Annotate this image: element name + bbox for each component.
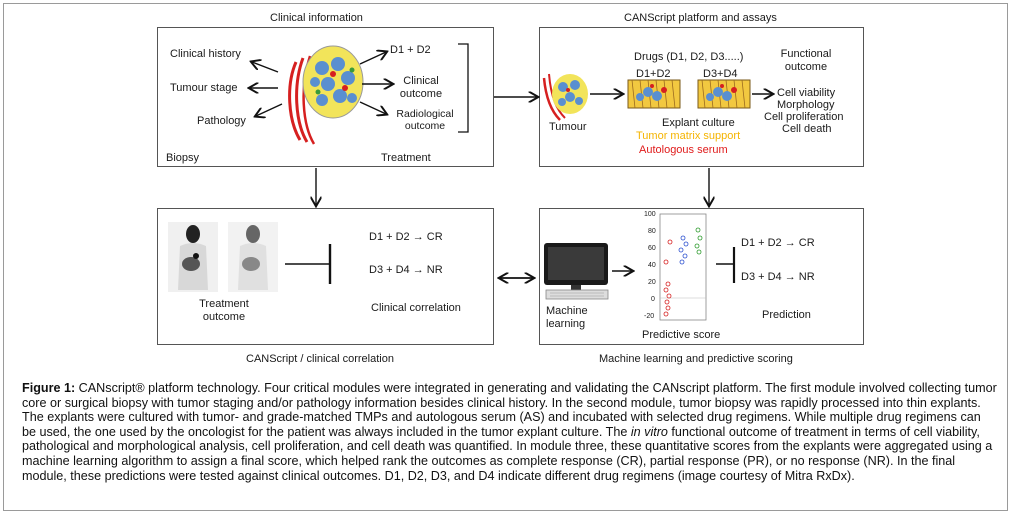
caption-part1: Four critical modules were integrated in… (22, 381, 997, 439)
ytick-100: 100 (644, 211, 656, 218)
figure-frame (3, 3, 1008, 511)
ytick-20: 20 (648, 279, 656, 286)
arrow-to-radiological (359, 101, 386, 114)
tumour-stage-label: Tumour stage (170, 82, 238, 94)
arrow-to-history (252, 62, 279, 73)
explant-well-d3d4 (697, 79, 751, 109)
outcome-list: Cell viability Morphology Cell prolifera… (764, 87, 843, 135)
pet-scan-left (168, 222, 218, 292)
prediction-row2: D3 + D4 → NR (741, 271, 815, 283)
treatment-label: Treatment (381, 152, 431, 164)
clinical-outcome-label: Clinical outcome (399, 75, 443, 100)
explant-well-d1d2 (627, 79, 681, 109)
correlation-row2: D3 + D4 → NR (369, 264, 443, 276)
ytick-40: 40 (648, 262, 656, 269)
machine-learning-label: Machine learning (546, 305, 588, 330)
tumour-illustration (542, 73, 588, 121)
outcome-cell-proliferation: Cell proliferation (764, 111, 844, 123)
ytick-60: 60 (648, 245, 656, 252)
caption-brand: CANscript® platform technology. (75, 381, 261, 395)
panel-ml-title: Machine learning and predictive scoring (599, 353, 793, 365)
d1-d2-label: D1 + D2 (390, 44, 431, 56)
explant-culture-label: Explant culture (662, 117, 735, 129)
outcome-morphology: Morphology (777, 99, 835, 111)
outcome-cell-death: Cell death (782, 123, 832, 135)
predictive-score-plot (659, 213, 707, 321)
caption-part2: functional outcome of treatment in terms… (22, 424, 993, 483)
treatment-outcome-label: Treatment outcome (199, 298, 249, 323)
ytick-80: 80 (648, 228, 656, 235)
pathology-label: Pathology (197, 115, 246, 127)
biopsy-tumour-illustration (288, 45, 364, 145)
prediction-row1: D1 + D2 → CR (741, 237, 815, 249)
tumour-label: Tumour (549, 121, 587, 133)
prediction-label: Prediction (762, 309, 811, 321)
biopsy-label: Biopsy (166, 152, 200, 164)
clinical-history-label: Clinical history (170, 48, 241, 60)
d3d4-label: D3+D4 (703, 68, 738, 80)
tumor-matrix-label: Tumor matrix support (636, 130, 741, 142)
clinical-correlation-label: Clinical correlation (371, 302, 461, 314)
functional-outcome-label: Functional outcome (780, 48, 832, 73)
outcome-cell-viability: Cell viability (777, 87, 836, 99)
panel-platform-title: CANScript platform and assays (624, 12, 777, 24)
arrow-to-pathology (256, 103, 283, 116)
outcome-bracket (458, 43, 469, 133)
ytick-0: 0 (651, 296, 655, 303)
radiological-outcome-label: Radiological outcome (396, 108, 454, 133)
caption-italic: in vitro (630, 424, 668, 439)
panel-clinical-title: Clinical information (270, 12, 363, 24)
computer-icon (544, 243, 609, 300)
predictive-score-label: Predictive score (642, 329, 721, 341)
arrow-to-d1d2 (359, 52, 386, 65)
panel-correlation-title: CANScript / clinical correlation (246, 353, 394, 365)
autologous-serum-label: Autologous serum (639, 144, 728, 156)
pet-scan-right (228, 222, 278, 292)
correlation-row1: D1 + D2 → CR (369, 231, 443, 243)
drugs-label: Drugs (D1, D2, D3.....) (634, 51, 744, 63)
caption-lead: Figure 1: (22, 381, 76, 395)
ytick-minus20: -20 (644, 313, 655, 320)
d1d2-label: D1+D2 (636, 68, 671, 80)
figure-caption: Figure 1: CANscript® platform technology… (22, 381, 997, 483)
